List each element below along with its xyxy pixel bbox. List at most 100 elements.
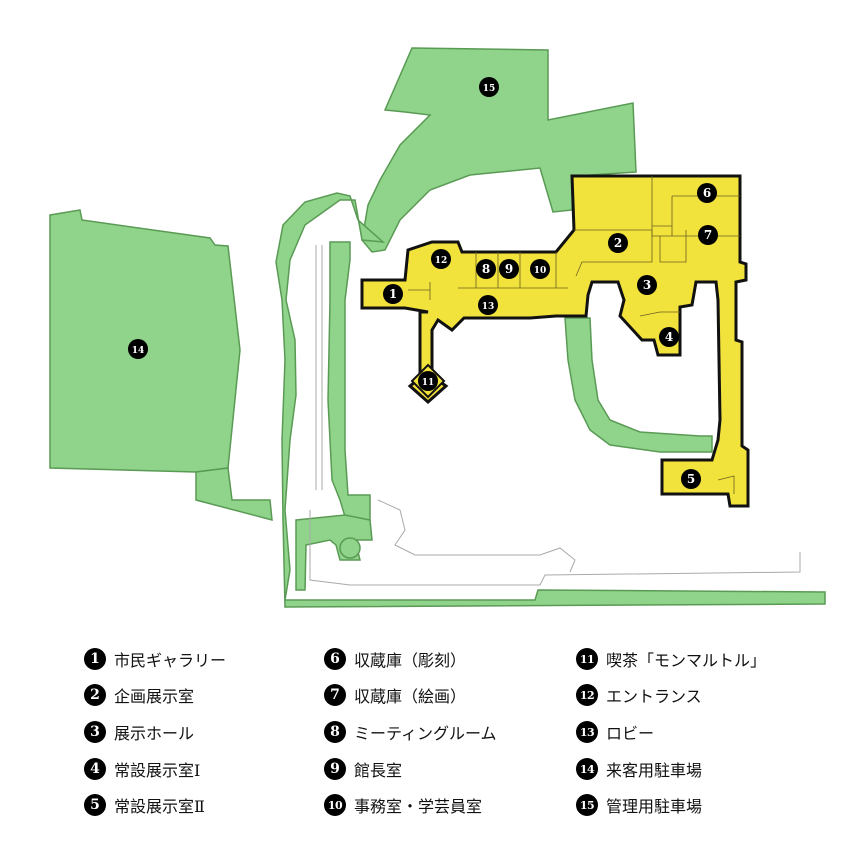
marker-number: 13 bbox=[482, 302, 495, 312]
marker-number: 6 bbox=[703, 186, 711, 200]
parking-connector bbox=[195, 467, 273, 522]
visitor-parking-lot[interactable] bbox=[49, 209, 241, 473]
map-marker-11[interactable]: 11 bbox=[410, 363, 446, 399]
legend-item-12: 12 エントランス bbox=[576, 683, 702, 707]
marker-number: 7 bbox=[704, 228, 712, 242]
map-marker-12[interactable]: 12 bbox=[431, 249, 451, 269]
legend-number-badge: 5 bbox=[84, 794, 106, 816]
legend-number-badge: 2 bbox=[84, 684, 106, 706]
marker-number: 4 bbox=[665, 330, 673, 344]
marker-number: 2 bbox=[614, 236, 622, 250]
garden-circle bbox=[339, 537, 361, 559]
marker-badge bbox=[681, 469, 701, 489]
marker-badge bbox=[697, 183, 717, 203]
map-marker-9[interactable]: 9 bbox=[499, 259, 519, 279]
building bbox=[360, 174, 750, 508]
legend-item-10: 10 事務室・学芸員室 bbox=[324, 793, 482, 817]
marker-badge bbox=[476, 259, 496, 279]
marker-badge bbox=[383, 284, 403, 304]
map-marker-14[interactable]: 14 bbox=[128, 339, 148, 359]
legend-number-badge: 15 bbox=[576, 794, 598, 816]
marker-badge bbox=[608, 233, 628, 253]
main-building[interactable] bbox=[360, 174, 750, 508]
legend-number-badge: 8 bbox=[324, 721, 346, 743]
legend-item-9: 9 館長室 bbox=[324, 757, 402, 781]
access-road bbox=[275, 192, 826, 608]
legend-number-badge: 12 bbox=[576, 684, 598, 706]
map-marker-1[interactable]: 1 bbox=[383, 284, 403, 304]
legend-item-11: 11 喫茶「モンマルトル」 bbox=[576, 647, 766, 671]
map-marker-2[interactable]: 2 bbox=[608, 233, 628, 253]
marker-badge bbox=[499, 259, 519, 279]
legend-number-badge: 10 bbox=[324, 794, 346, 816]
map-marker-15[interactable]: 15 bbox=[479, 77, 499, 97]
marker-number: 14 bbox=[132, 346, 145, 356]
marker-number: 1 bbox=[389, 287, 397, 301]
map-marker-5[interactable]: 5 bbox=[681, 469, 701, 489]
legend-label: 管理用駐車場 bbox=[606, 797, 703, 816]
legend-number-badge: 13 bbox=[576, 721, 598, 743]
marker-number: 15 bbox=[483, 84, 496, 94]
legend-label: ロビー bbox=[606, 724, 655, 743]
legend-item-14: 14 来客用駐車場 bbox=[576, 757, 702, 781]
marker-badge bbox=[431, 249, 451, 269]
legend-item-8: 8 ミーティングルーム bbox=[324, 720, 497, 744]
marker-badge bbox=[530, 259, 550, 279]
marker-badge bbox=[698, 225, 718, 245]
legend-number-badge: 1 bbox=[84, 648, 106, 670]
marker-badge bbox=[637, 275, 657, 295]
legend-label: 常設展示室Ⅰ bbox=[114, 761, 201, 780]
marker-number: 3 bbox=[643, 278, 651, 292]
legend-number-badge: 4 bbox=[84, 758, 106, 780]
legend-label: 常設展示室Ⅱ bbox=[114, 797, 205, 816]
path-lines bbox=[309, 245, 801, 586]
marker-number: 5 bbox=[687, 472, 695, 486]
legend-label: 喫茶「モンマルトル」 bbox=[606, 651, 767, 670]
legend-item-6: 6 収蔵庫（彫刻） bbox=[324, 647, 466, 671]
marker-number: 10 bbox=[534, 266, 547, 276]
map-marker-6[interactable]: 6 bbox=[697, 183, 717, 203]
legend-item-7: 7 収蔵庫（絵画） bbox=[324, 683, 466, 707]
map-marker-3[interactable]: 3 bbox=[637, 275, 657, 295]
marker-number: 8 bbox=[482, 262, 490, 276]
legend-label: 館長室 bbox=[354, 761, 403, 780]
green-areas bbox=[49, 47, 826, 608]
legend-item-13: 13 ロビー bbox=[576, 720, 654, 744]
legend-label: ミーティングルーム bbox=[354, 724, 497, 743]
legend-number-badge: 9 bbox=[324, 758, 346, 780]
marker-badge bbox=[128, 339, 148, 359]
legend-label: 収蔵庫（彫刻） bbox=[354, 651, 467, 670]
legend-item-5: 5 常設展示室Ⅱ bbox=[84, 793, 205, 817]
map-marker-7[interactable]: 7 bbox=[698, 225, 718, 245]
legend-number-badge: 14 bbox=[576, 758, 598, 780]
lower-walkway bbox=[295, 514, 373, 591]
legend-number-badge: 3 bbox=[84, 721, 106, 743]
legend-label: 市民ギャラリー bbox=[114, 651, 227, 670]
legend-label: エントランス bbox=[606, 687, 702, 706]
staff-parking-lot[interactable] bbox=[361, 47, 637, 253]
legend-number-badge: 6 bbox=[324, 648, 346, 670]
marker-badge bbox=[418, 371, 438, 391]
walkway bbox=[327, 241, 371, 521]
legend-item-15: 15 管理用駐車場 bbox=[576, 793, 702, 817]
legend-item-4: 4 常設展示室Ⅰ bbox=[84, 757, 200, 781]
garden-path bbox=[564, 317, 713, 453]
marker-badge bbox=[659, 327, 679, 347]
legend-label: 来客用駐車場 bbox=[606, 761, 703, 780]
legend-label: 事務室・学芸員室 bbox=[354, 797, 483, 816]
map-marker-10[interactable]: 10 bbox=[530, 259, 550, 279]
marker-badge bbox=[479, 77, 499, 97]
map-marker-4[interactable]: 4 bbox=[659, 327, 679, 347]
marker-number: 9 bbox=[505, 262, 513, 276]
legend-label: 展示ホール bbox=[114, 724, 195, 743]
map-marker-8[interactable]: 8 bbox=[476, 259, 496, 279]
marker-number: 12 bbox=[435, 256, 448, 266]
legend-number-badge: 11 bbox=[576, 648, 598, 670]
legend-number-badge: 7 bbox=[324, 684, 346, 706]
map-marker-13[interactable]: 13 bbox=[478, 295, 498, 315]
legend-label: 収蔵庫（絵画） bbox=[354, 687, 467, 706]
marker-number: 11 bbox=[422, 378, 435, 388]
